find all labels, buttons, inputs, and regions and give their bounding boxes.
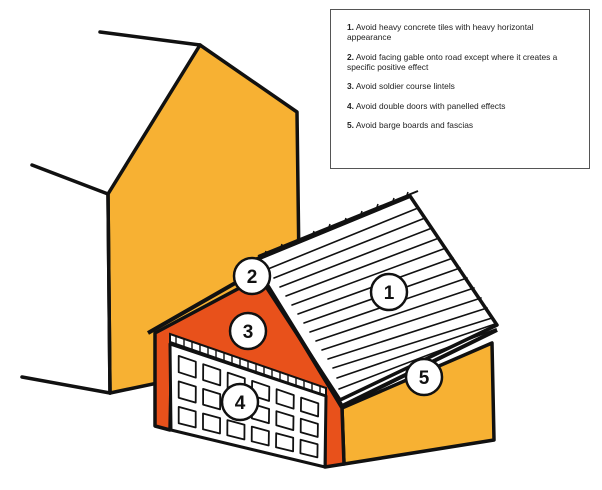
door-panel	[179, 407, 196, 428]
marker-2-label: 2	[247, 267, 258, 288]
legend-item-3-number: 3.	[347, 81, 354, 91]
marker-3-label: 3	[243, 322, 254, 343]
neighbour-house-roof-line	[100, 32, 200, 45]
marker-1: 1	[371, 274, 407, 310]
marker-5-label: 5	[419, 368, 430, 389]
marker-5: 5	[406, 359, 442, 395]
legend-item-2-number: 2.	[347, 52, 354, 62]
legend-item-2-text: Avoid facing gable onto road except wher…	[347, 52, 557, 72]
legend-item-2: 2. Avoid facing gable onto road except w…	[347, 52, 579, 72]
marker-2: 2	[234, 258, 270, 294]
legend-item-1-number: 1.	[347, 22, 354, 32]
legend-item-1: 1. Avoid heavy concrete tiles with heavy…	[347, 22, 579, 42]
neighbour-house-corner-line	[108, 194, 110, 393]
legend-item-1-text: Avoid heavy concrete tiles with heavy ho…	[347, 22, 534, 42]
legend-item-5-number: 5.	[347, 120, 354, 130]
legend-item-4-number: 4.	[347, 101, 354, 111]
legend-item-3-text: Avoid soldier course lintels	[356, 81, 455, 91]
legend-item-5-text: Avoid barge boards and fascias	[356, 120, 473, 130]
marker-4: 4	[222, 384, 258, 420]
marker-4-label: 4	[235, 393, 246, 414]
legend-item-3: 3. Avoid soldier course lintels	[347, 81, 579, 91]
legend-box: 1. Avoid heavy concrete tiles with heavy…	[330, 9, 590, 169]
neighbour-house-eave-line	[32, 165, 108, 194]
legend-item-4: 4. Avoid double doors with panelled effe…	[347, 101, 579, 111]
legend-item-4-text: Avoid double doors with panelled effects	[356, 101, 506, 111]
legend-item-5: 5. Avoid barge boards and fascias	[347, 120, 579, 130]
marker-1-label: 1	[384, 283, 395, 304]
neighbour-house-base-line	[22, 377, 110, 393]
marker-3: 3	[230, 313, 266, 349]
door-panel	[203, 414, 220, 434]
